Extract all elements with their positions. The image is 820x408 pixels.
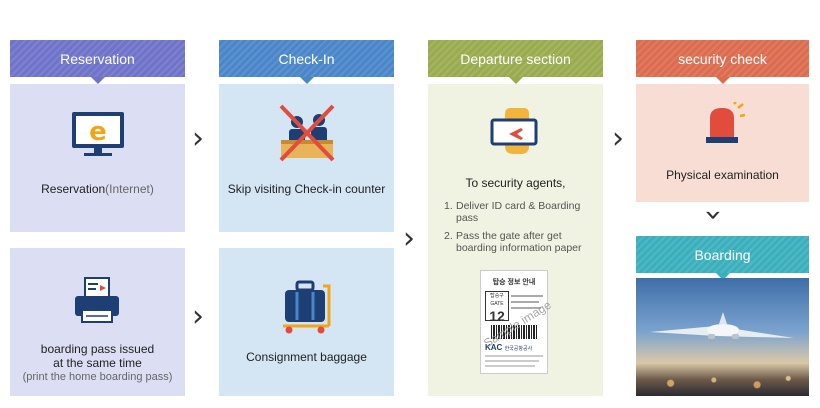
no-checkin-counter-icon <box>279 104 335 162</box>
siren-icon <box>706 102 746 143</box>
boarding-pass-card: boarding pass issued at the same time (p… <box>10 248 185 396</box>
departure-header-label: Departure section <box>460 50 571 67</box>
departure-step: 1. Deliver ID card & Boarding pass <box>444 200 581 224</box>
departure-card: To security agents, 1. Deliver ID card &… <box>428 84 603 396</box>
checkin-card: Skip visiting Check-in counter <box>219 84 394 232</box>
arrow-right-icon: › <box>612 121 624 156</box>
boarding-header-label: Boarding <box>694 246 751 263</box>
baggage-card: Consignment baggage <box>219 248 394 396</box>
gate-box: 탑승구 GATE 12 <box>485 291 509 324</box>
arrow-right-icon: › <box>403 221 415 256</box>
ie-monitor-icon: e <box>72 112 124 156</box>
arrow-down-icon: › <box>696 209 731 221</box>
boarding-info-ticket: 탑승 정보 안내 탑승구 GATE 12 KAC 한국공항공사 Sample i… <box>480 270 554 374</box>
arrow-right-icon: › <box>192 121 204 156</box>
airplane-icon <box>650 312 794 339</box>
id-card-hand-icon <box>490 108 538 154</box>
suitcase-icon <box>283 280 331 334</box>
airplane-photo <box>636 278 809 396</box>
security-header-label: security check <box>678 50 767 67</box>
departure-step: 2. Pass the gate after get boarding info… <box>444 230 582 254</box>
barcode <box>491 325 537 339</box>
svg-text:e: e <box>89 117 107 147</box>
arrow-right-icon: › <box>192 299 204 334</box>
kac-logo: KAC 한국공항공사 <box>485 343 533 352</box>
baggage-label: Consignment baggage <box>246 350 367 364</box>
security-label: Physical examination <box>666 168 779 182</box>
checkin-header-label: Check-In <box>278 50 335 67</box>
reservation-label: Reservation(Internet) <box>41 182 154 196</box>
security-card: Physical examination <box>636 84 809 202</box>
departure-steps: 1. Deliver ID card & Boarding pass 2. Pa… <box>444 200 594 260</box>
reservation-header: Reservation <box>10 40 185 84</box>
checkin-label: Skip visiting Check-in counter <box>227 182 386 196</box>
departure-title: To security agents, <box>465 176 566 190</box>
boarding-header: Boarding <box>636 236 809 280</box>
security-header: security check <box>636 40 809 84</box>
reservation-header-label: Reservation <box>60 50 135 67</box>
departure-header: Departure section <box>428 40 603 84</box>
boarding-pass-text: boarding pass issued at the same time (p… <box>22 342 173 383</box>
reservation-card: e Reservation(Internet) <box>10 84 185 232</box>
checkin-header: Check-In <box>219 40 394 84</box>
printer-icon <box>75 277 119 323</box>
